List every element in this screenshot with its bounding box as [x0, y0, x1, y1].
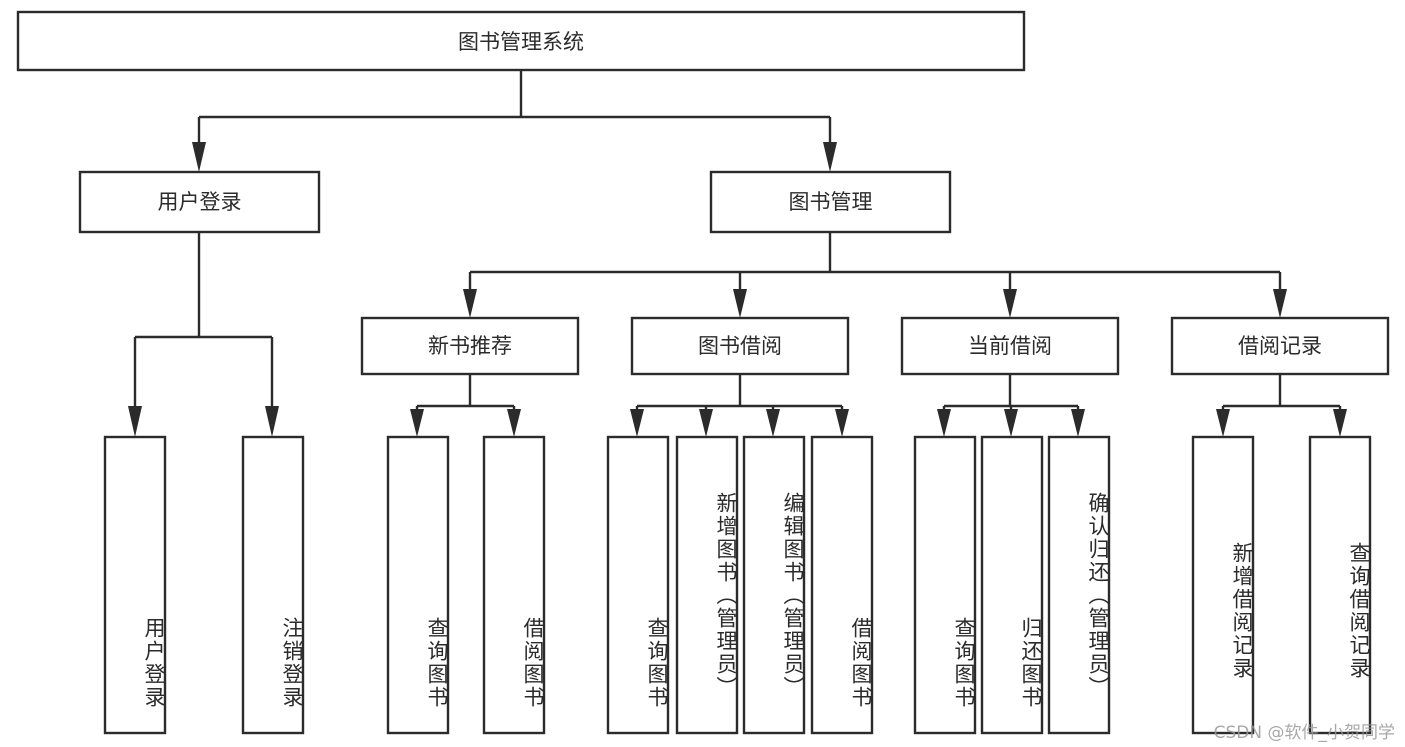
node-label-book-manage: 图书管理	[789, 190, 873, 214]
node-box-leaf-query-record[interactable]	[1308, 435, 1372, 735]
node-label-root: 图书管理系统	[458, 30, 584, 54]
arrow-head-current-borrow	[1003, 289, 1017, 318]
arrow-head-leaf-add-book	[699, 409, 713, 437]
connector-group-book-borrow	[630, 374, 849, 437]
node-label-user-login: 用户登录	[158, 190, 242, 214]
node-box-leaf-return-book[interactable]	[980, 435, 1044, 735]
node-box-leaf-query-book-1[interactable]	[386, 435, 450, 735]
arrow-head-leaf-return-book	[1004, 409, 1018, 437]
connector-group-book-manage	[463, 232, 1287, 318]
node-box-leaf-add-book[interactable]	[675, 435, 739, 735]
node-box-leaf-borrow-book-2[interactable]	[810, 435, 874, 735]
arrow-head-leaf-add-record	[1216, 409, 1230, 437]
node-box-leaf-borrow-book-1[interactable]	[482, 435, 546, 735]
connector-group-new-book-recommend	[410, 374, 521, 437]
node-box-user-login[interactable]	[78, 170, 321, 234]
connector-group-borrow-record	[1216, 374, 1347, 437]
arrow-head-leaf-query-record	[1333, 409, 1347, 437]
node-box-new-book-recommend[interactable]	[360, 316, 580, 376]
connector-group-root	[192, 70, 837, 172]
node-box-book-borrow[interactable]	[630, 316, 850, 376]
node-box-root[interactable]	[16, 10, 1026, 72]
arrow-head-leaf-query-book-2	[630, 409, 644, 437]
arrow-head-book-borrow	[733, 289, 747, 318]
arrow-head-leaf-user-logout	[265, 406, 279, 437]
node-box-book-manage[interactable]	[709, 170, 952, 234]
arrow-head-leaf-borrow-book-2	[835, 409, 849, 437]
watermark-text: CSDN @软件_小贺同学	[1213, 723, 1395, 743]
arrow-head-user-login	[192, 142, 206, 172]
arrow-head-leaf-confirm-return	[1071, 409, 1085, 437]
connector-group-current-borrow	[937, 374, 1085, 437]
arrow-head-leaf-borrow-book-1	[507, 409, 521, 437]
connector-group-user-login	[128, 232, 279, 437]
node-label-new-book-recommend: 新书推荐	[428, 334, 512, 358]
node-box-leaf-add-record[interactable]	[1191, 435, 1255, 735]
arrow-head-new-book-recommend	[463, 289, 477, 318]
arrow-head-leaf-user-login	[128, 406, 142, 437]
node-box-current-borrow[interactable]	[900, 316, 1120, 376]
arrow-head-leaf-query-book-3	[937, 409, 951, 437]
node-box-leaf-query-book-3[interactable]	[913, 435, 977, 735]
node-box-borrow-record[interactable]	[1170, 316, 1390, 376]
node-label-current-borrow: 当前借阅	[968, 334, 1052, 358]
node-box-leaf-user-login[interactable]	[103, 435, 167, 735]
arrow-head-book-manage	[823, 142, 837, 172]
node-box-leaf-edit-book[interactable]	[742, 435, 806, 735]
node-box-leaf-user-logout[interactable]	[241, 435, 305, 735]
node-box-leaf-query-book-2[interactable]	[606, 435, 670, 735]
node-label-book-borrow: 图书借阅	[698, 334, 782, 358]
node-box-leaf-confirm-return[interactable]	[1047, 435, 1111, 735]
arrow-head-borrow-record	[1273, 289, 1287, 318]
arrow-head-leaf-edit-book	[766, 409, 780, 437]
node-label-borrow-record: 借阅记录	[1238, 334, 1322, 358]
arrow-head-leaf-query-book-1	[410, 409, 424, 437]
